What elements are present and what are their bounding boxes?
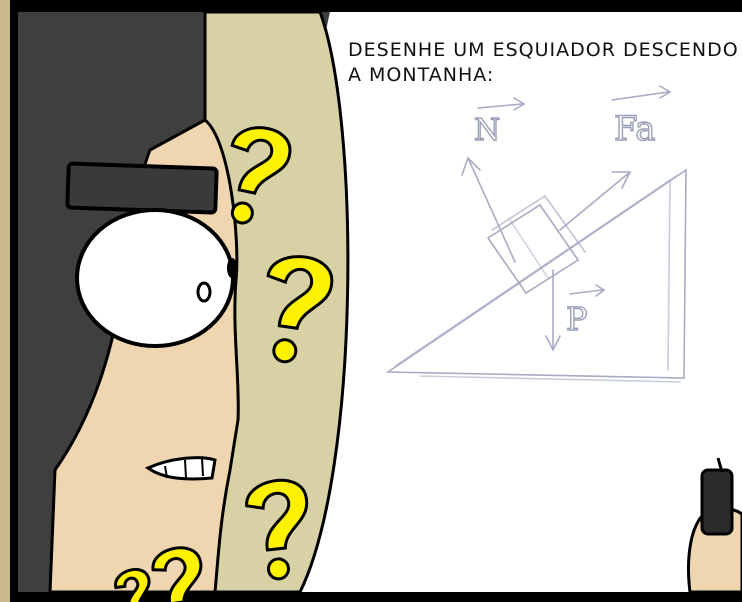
character-eyebrow: [65, 161, 219, 215]
normal-force-arrow: [467, 157, 516, 263]
vector-arrow-icon: [477, 97, 526, 111]
question-mark-icon: [230, 126, 292, 225]
character-nose-tip: [227, 258, 237, 278]
question-marks: [114, 126, 334, 602]
character-pupil: [196, 281, 212, 303]
marker-pen: [700, 468, 734, 536]
vector-arrow-icon: [569, 284, 606, 297]
previous-panel-strip: [0, 0, 10, 602]
weight-force-label: P: [566, 300, 588, 338]
normal-force-label: N: [474, 113, 500, 148]
caption-line-1: DESENHE UM ESQUIADOR DESCENDO: [348, 39, 739, 61]
confusion-aura: [203, 10, 350, 594]
free-body-diagram: [385, 85, 687, 383]
question-mark-icon: [266, 255, 334, 364]
question-mark-icon: [245, 478, 309, 581]
character-teeth: [164, 457, 204, 479]
question-mark-icon: [114, 567, 151, 602]
marker-tip: [716, 457, 724, 473]
vector-arrow-icon: [611, 85, 672, 101]
caption-line-2: A MONTANHA:: [348, 64, 494, 86]
skier-block: [486, 203, 580, 295]
character-eye: [75, 208, 235, 348]
friction-force-arrow: [559, 171, 631, 231]
friction-force-label: Fa: [614, 109, 656, 149]
mountain-slope: [385, 168, 687, 379]
